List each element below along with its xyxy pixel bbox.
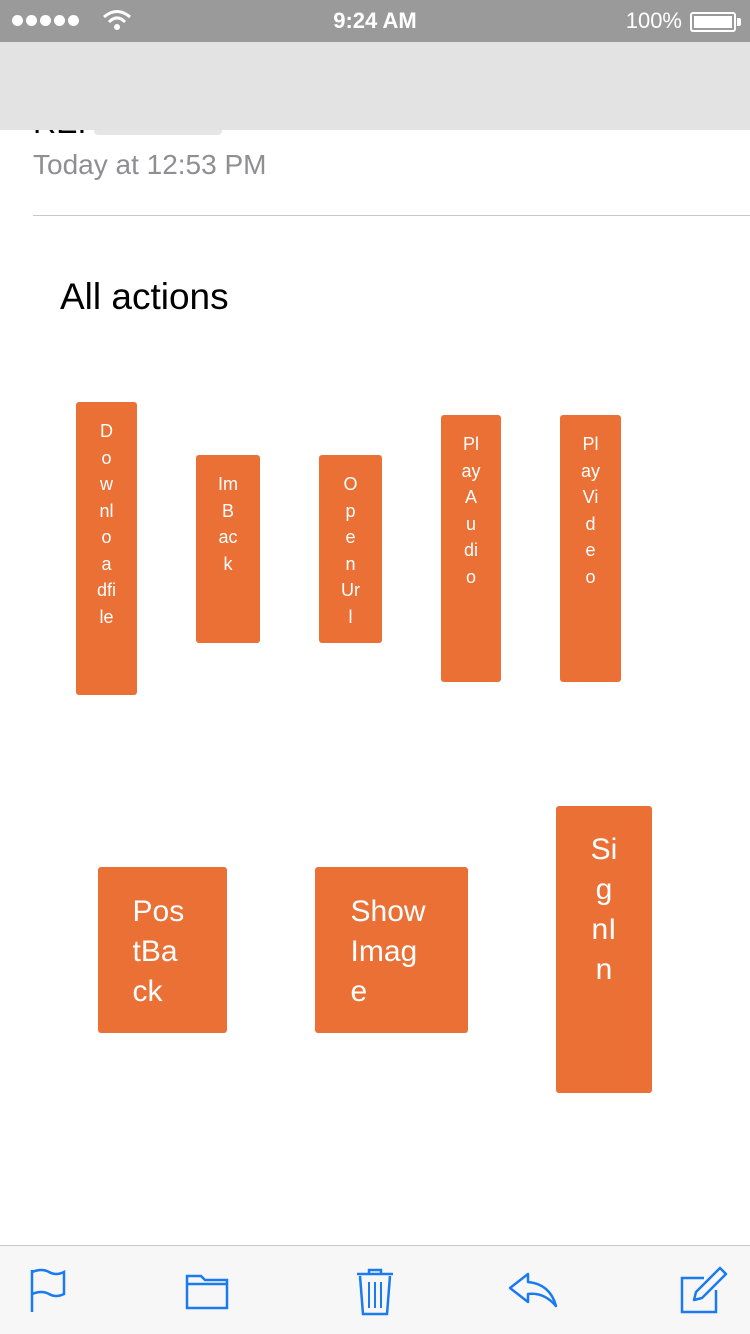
im-back-button[interactable]: ImBack <box>196 455 260 643</box>
play-audio-label: PlayAudio <box>461 434 481 587</box>
status-bar: 9:24 AM 100% <box>0 0 750 42</box>
battery-icon <box>690 12 736 32</box>
download-file-label: Downloadfile <box>96 421 116 627</box>
compose-icon[interactable] <box>676 1266 728 1316</box>
header-divider <box>33 215 750 216</box>
bottom-toolbar <box>0 1245 750 1334</box>
trash-icon[interactable] <box>349 1266 401 1316</box>
play-video-label: PlayVideo <box>580 434 600 587</box>
sign-in-button[interactable]: SignIn <box>556 806 652 1093</box>
status-time: 9:24 AM <box>333 8 417 33</box>
reply-icon[interactable] <box>506 1266 558 1316</box>
play-audio-button[interactable]: PlayAudio <box>441 415 501 682</box>
flag-icon[interactable] <box>22 1266 74 1316</box>
battery-percent: 100% <box>625 8 682 33</box>
post-back-label: PostBack <box>132 895 185 1008</box>
message-date: Today at 12:53 PM <box>33 149 267 180</box>
battery-tip <box>737 18 741 26</box>
open-url-button[interactable]: OpenUrl <box>319 455 382 643</box>
folder-icon[interactable] <box>181 1266 233 1316</box>
im-back-label: ImBack <box>218 474 238 574</box>
signal-dots-icon <box>12 15 79 26</box>
nav-header <box>0 42 750 130</box>
play-video-button[interactable]: PlayVideo <box>560 415 621 682</box>
sign-in-label: SignIn <box>590 833 618 986</box>
download-file-button[interactable]: Downloadfile <box>76 402 137 695</box>
post-back-button[interactable]: PostBack <box>98 867 227 1033</box>
show-image-label: ShowImage <box>350 895 426 1008</box>
card-title: All actions <box>60 276 229 317</box>
show-image-button[interactable]: ShowImage <box>315 867 468 1033</box>
wifi-icon <box>102 8 132 32</box>
open-url-label: OpenUrl <box>341 474 360 627</box>
